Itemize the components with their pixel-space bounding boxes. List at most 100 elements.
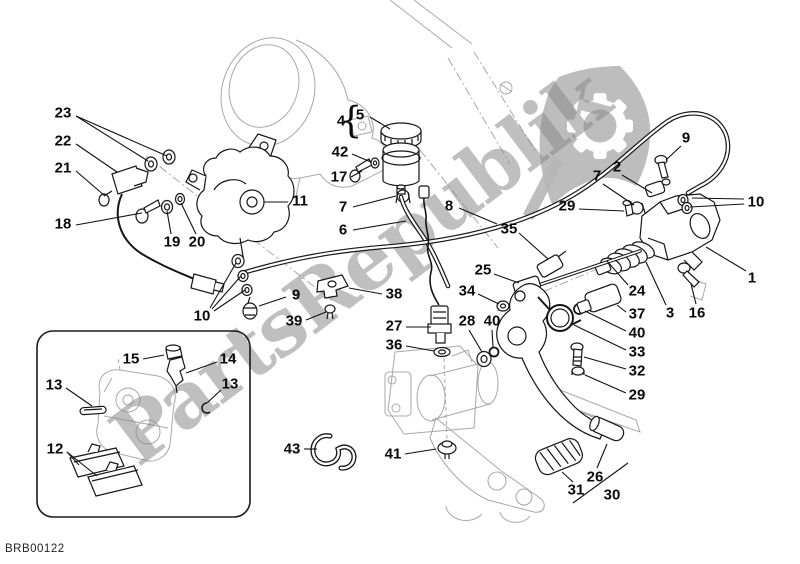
leader-line-41 (404, 448, 437, 455)
callout-7: 7 (339, 199, 347, 216)
leader-line-18 (75, 212, 143, 226)
leader-line-34 (477, 293, 500, 305)
callout-29: 29 (629, 387, 646, 404)
brake-hose-drawing (231, 111, 731, 320)
leader-line-28 (468, 329, 483, 353)
callout-25: 25 (475, 262, 492, 279)
hose-clip-drawing (310, 433, 357, 471)
callout-42: 42 (332, 144, 349, 161)
callout-22: 22 (55, 133, 72, 150)
leader-line-42 (351, 153, 372, 163)
inset-box (36, 330, 251, 518)
leader-line-16 (690, 283, 697, 305)
leader-line-6 (352, 220, 407, 231)
gear-icon (567, 93, 633, 159)
leader-line-8 (458, 207, 498, 225)
rear-caliper-drawing (185, 133, 295, 263)
leader-line-29 (584, 374, 627, 394)
callout-2: 2 (613, 159, 621, 176)
leader-line-5 (369, 116, 391, 130)
callout-17: 17 (331, 169, 348, 186)
callout-18: 18 (55, 216, 72, 233)
flag-shape (539, 66, 651, 206)
callout-15: 15 (123, 351, 140, 368)
leader-line-10 (209, 262, 237, 309)
leader-line-1 (705, 246, 747, 272)
callout-39: 39 (286, 313, 303, 330)
callout-16: 16 (689, 305, 706, 322)
callout-28: 28 (459, 313, 476, 330)
flag-pole (523, 156, 563, 220)
leader-line-14 (185, 361, 218, 374)
callout-26: 26 (587, 469, 604, 486)
leader-line-23 (75, 115, 168, 157)
callout-37: 37 (629, 306, 646, 323)
callout-34: 34 (459, 283, 476, 300)
leader-line-9 (258, 296, 287, 307)
leader-line-29 (578, 208, 625, 212)
leader-line-12 (66, 451, 98, 477)
leader-line-2 (621, 174, 653, 194)
callout-13: 13 (222, 376, 239, 393)
callout-3: 3 (666, 305, 674, 322)
callout-10: 10 (194, 308, 211, 325)
leader-line-22 (75, 143, 118, 173)
inset-caliper-drawing (96, 248, 646, 462)
callout-36: 36 (386, 337, 403, 354)
leader-line-13 (65, 387, 93, 407)
callout-10: 10 (748, 194, 765, 211)
callout-1: 1 (748, 270, 756, 287)
callout-11: 11 (292, 193, 308, 210)
callout-13: 13 (46, 377, 63, 394)
leader-line-13 (206, 389, 222, 404)
parts-line-art (69, 111, 731, 497)
callout-43: 43 (284, 441, 301, 458)
leader-line-33 (573, 324, 627, 351)
callout-6: 6 (339, 222, 347, 239)
callout-32: 32 (629, 363, 646, 380)
callout-40: 40 (629, 325, 646, 342)
pedal-rubber-pad (534, 438, 584, 476)
speed-sensor-drawing (98, 149, 225, 295)
callout-33: 33 (629, 344, 646, 361)
callout-31: 31 (568, 482, 585, 499)
callout-35: 35 (501, 221, 518, 238)
frame-tubes-drawing (389, 0, 537, 249)
callout-14: 14 (220, 351, 237, 368)
leader-line-21 (75, 170, 106, 197)
leader-line-31 (561, 471, 574, 483)
leader-line-23 (75, 115, 149, 162)
leader-line-7 (352, 195, 397, 208)
leader-line-10 (213, 289, 246, 312)
leader-line-30 (572, 462, 629, 504)
leader-line-20 (180, 202, 197, 235)
callout-9: 9 (682, 130, 690, 147)
callout-20: 20 (189, 234, 206, 251)
leader-line-3 (645, 261, 667, 306)
leader-line-25 (493, 273, 520, 284)
leader-line-10 (211, 275, 242, 310)
leader-line-7 (602, 183, 635, 206)
callout-27: 27 (386, 318, 403, 335)
leader-line-17 (350, 170, 363, 178)
callout-40: 40 (484, 313, 501, 330)
leader-line-32 (583, 356, 627, 370)
leader-line-10 (689, 203, 745, 208)
callout-5: 5 (356, 107, 364, 124)
leader-lines (65, 115, 747, 504)
leader-line-36 (405, 345, 435, 352)
callout-9: 9 (292, 287, 300, 304)
callout-24: 24 (629, 283, 646, 300)
leader-line-35 (518, 232, 549, 260)
leader-line-37 (616, 304, 627, 313)
leader-line-19 (166, 210, 172, 235)
callout-4: 4 (337, 113, 346, 130)
leader-line-38 (348, 287, 383, 295)
gear-flag-logo (523, 66, 651, 220)
callout-29: 29 (559, 198, 576, 215)
brake-switch-drawing (418, 185, 457, 459)
callout-38: 38 (386, 286, 403, 303)
leader-line-39 (305, 311, 327, 321)
callout-8: 8 (445, 198, 453, 215)
